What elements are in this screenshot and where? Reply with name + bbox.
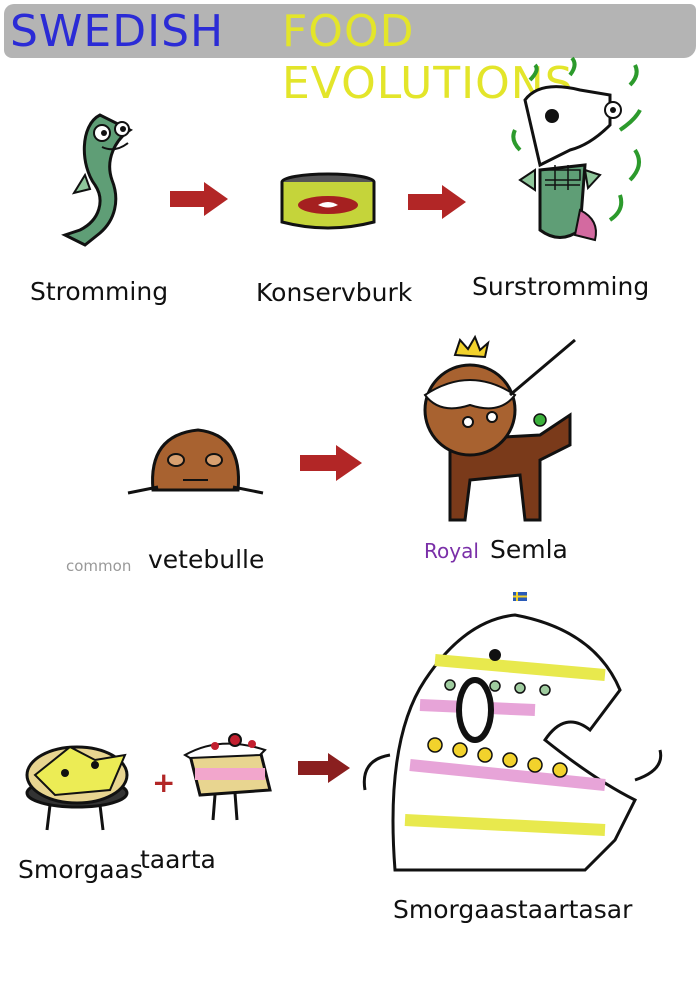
cheese-sandwich-icon	[25, 745, 129, 831]
label-smorgaastaartasar: Smorgaastaartasar	[393, 895, 633, 924]
label-vetebulle: vetebulle	[148, 545, 265, 574]
green-fish-icon	[61, 113, 133, 247]
label-common: common	[66, 557, 132, 575]
label-surstromming: Surstromming	[472, 272, 650, 301]
arrow-icon	[300, 445, 362, 481]
rotten-skeleton-fish-icon	[511, 56, 642, 242]
plus-operator: +	[152, 766, 176, 799]
sad-bun-icon	[127, 428, 264, 495]
arrow-icon	[170, 182, 228, 216]
label-konservburk: Konservburk	[256, 278, 413, 307]
sandwich-cake-monster-icon	[362, 592, 663, 872]
arrow-icon	[298, 753, 350, 783]
label-royal: Royal	[424, 539, 479, 563]
label-taarta: taarta	[140, 845, 216, 874]
title-banner	[4, 4, 696, 58]
title-swedish: SWEDISH	[10, 6, 225, 57]
tin-can-icon	[280, 172, 376, 230]
label-semla: Semla	[490, 535, 568, 564]
arrow-icon	[408, 185, 466, 219]
semla-knight-on-gingerbread-horse-icon	[423, 334, 576, 522]
label-stromming: Stromming	[30, 277, 169, 306]
label-smorgaas: Smorgaas	[18, 855, 143, 884]
cake-slice-icon	[183, 733, 272, 821]
